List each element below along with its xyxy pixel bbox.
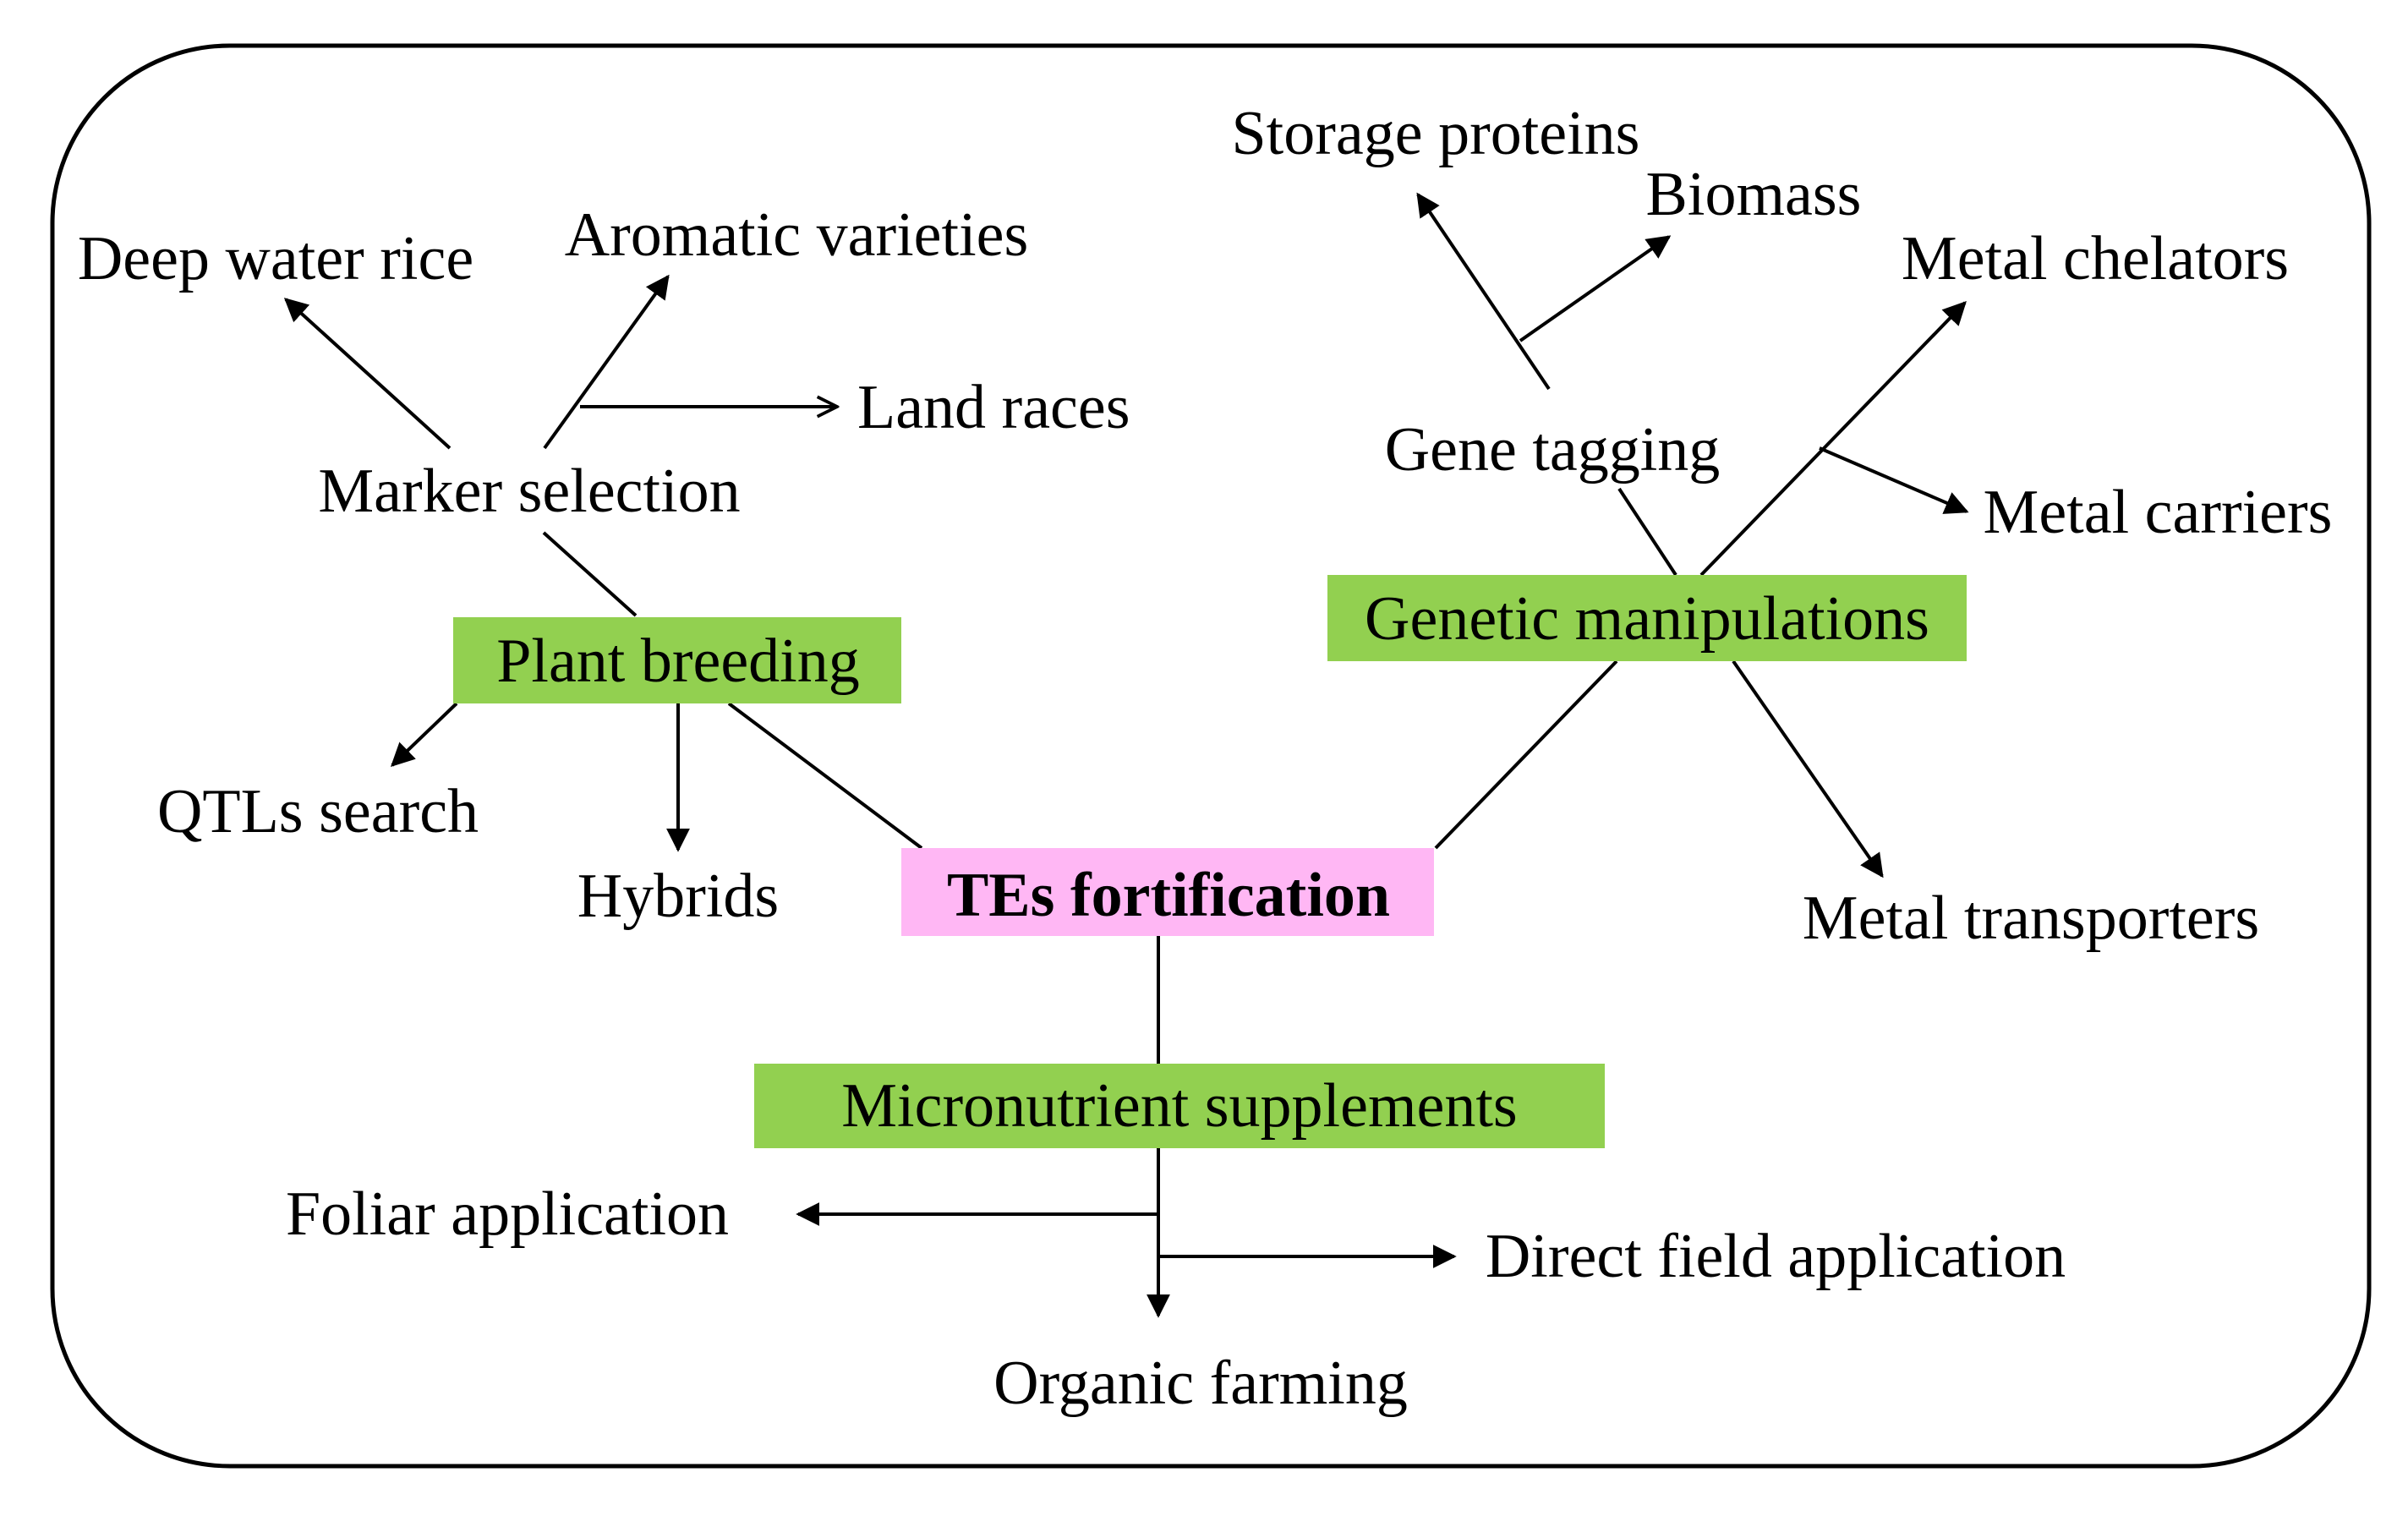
land-races-label: Land races bbox=[857, 373, 1130, 442]
arrow-to-qtls-search bbox=[390, 702, 458, 767]
metal-carriers-label: Metal carriers bbox=[1984, 478, 2333, 547]
arrow-to-deep-water-rice bbox=[283, 298, 452, 450]
foliar-application-label: Foliar application bbox=[286, 1179, 729, 1249]
organic-farming-label: Organic farming bbox=[993, 1349, 1408, 1418]
arrow-to-biomass bbox=[1519, 235, 1672, 342]
metal-transporters-label: Metal transporters bbox=[1803, 884, 2259, 953]
arrow-to-aromatic-varieties bbox=[543, 274, 670, 450]
center-label: TEs fortification bbox=[947, 861, 1390, 930]
edge-center-to-genetic-manipulations bbox=[1434, 660, 1618, 850]
edge-genetic-manipulations-to-gene-tagging bbox=[1617, 487, 1677, 577]
edge-plant-breeding-to-marker-selection bbox=[542, 531, 638, 617]
gene-tagging-label: Gene tagging bbox=[1385, 415, 1721, 484]
arrow-to-storage-proteins bbox=[1416, 192, 1551, 391]
marker-selection-label: Marker selection bbox=[318, 457, 740, 526]
direct-field-application-label: Direct field application bbox=[1486, 1222, 2066, 1291]
biomass-label: Biomass bbox=[1646, 160, 1862, 229]
arrow-to-metal-transporters bbox=[1732, 660, 1884, 878]
metal-chelators-label: Metal chelators bbox=[1902, 224, 2289, 293]
arrow-to-metal-chelators bbox=[1699, 300, 1967, 577]
arrow-to-metal-carriers bbox=[1819, 446, 1969, 514]
edge-center-to-plant-breeding bbox=[727, 702, 923, 850]
genetic-manipulations-label: Genetic manipulations bbox=[1365, 584, 1929, 654]
plant-breeding-label: Plant breeding bbox=[496, 627, 860, 696]
deep-water-rice-label: Deep water rice bbox=[78, 224, 473, 293]
hybrids-label: Hybrids bbox=[577, 862, 779, 931]
micronutrient-supplements-box bbox=[754, 1064, 1605, 1148]
micronutrient-supplements-label: Micronutrient supplements bbox=[841, 1071, 1517, 1141]
center-box bbox=[901, 848, 1434, 936]
qtls-search-label: QTLs search bbox=[157, 777, 479, 846]
storage-proteins-label: Storage proteins bbox=[1232, 99, 1640, 168]
plant-breeding-box bbox=[453, 617, 901, 703]
diagram-frame bbox=[50, 43, 2372, 1469]
genetic-manipulations-box bbox=[1327, 575, 1967, 661]
aromatic-varieties-label: Aromatic varieties bbox=[565, 200, 1029, 270]
